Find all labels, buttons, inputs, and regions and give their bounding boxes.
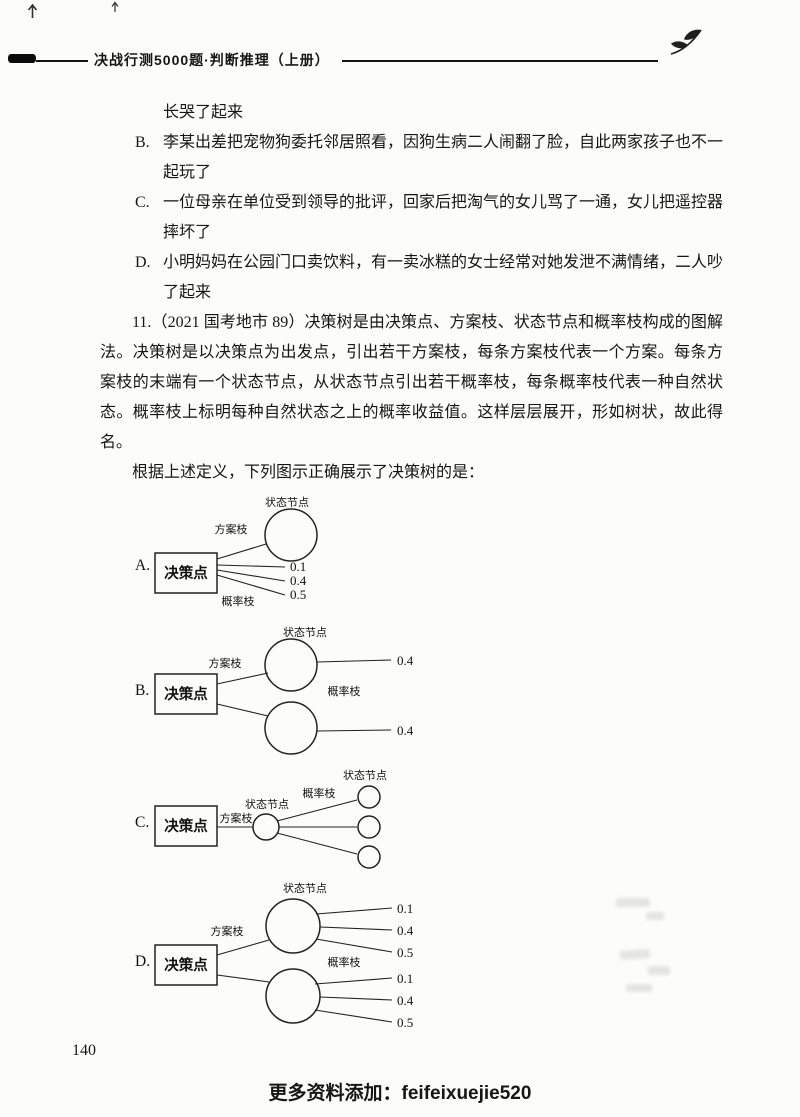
diagram-a-letter: A. <box>135 557 150 574</box>
state-node-circle <box>252 813 280 841</box>
header-title: 决战行测5000题·判断推理（上册） <box>88 48 342 73</box>
probability-value: 0.5 <box>397 945 413 960</box>
leaf-icon <box>670 29 702 55</box>
plan-branch-line <box>216 672 269 685</box>
state-node-circle <box>264 701 318 755</box>
diagram-option-a: 状态节点 方案枝 决策点 A. 0.1 0.4 0.5 概率枝 <box>135 495 318 608</box>
option-d-text: 小明妈妈在公园门口卖饮料，有一卖冰糕的女士经常对她发泄不满情绪，二人吵了起来 <box>163 254 724 301</box>
question-body: 决策树是由决策点、方案枝、状态节点和概率枝构成的图解法。决策树是以决策点为出发点… <box>100 314 723 451</box>
state-node-circle <box>264 638 318 692</box>
decision-point-label: 决策点 <box>164 685 208 703</box>
question-source: （2021 国考地市 89） <box>151 314 305 331</box>
probability-branch-label: 概率枝 <box>222 594 255 608</box>
probability-branch-line <box>276 832 358 855</box>
diagram-option-d: 状态节点 0.1 0.4 0.5 方案枝 决策点 D. 概率枝 0.1 0.4 … <box>135 881 414 1030</box>
decision-point-box <box>154 673 218 715</box>
state-node-circle <box>357 815 381 839</box>
plan-branch-line <box>216 939 270 956</box>
plan-branch-line <box>216 543 267 560</box>
diagram-option-b: 状态节点 方案枝 0.4 决策点 B. 概率枝 0.4 <box>135 625 414 755</box>
option-c: C. 一位母亲在单位受到领导的批评，回家后把淘气的女儿骂了一通，女儿把遥控器摔坏… <box>135 188 723 248</box>
probability-value: 0.1 <box>397 901 413 916</box>
plan-branch-line <box>216 974 270 983</box>
plan-branch-label: 方案枝 <box>220 811 253 825</box>
scan-noise <box>648 966 670 975</box>
probability-value: 0.5 <box>290 587 306 602</box>
diagram-b-letter: B. <box>135 682 149 699</box>
scan-noise <box>616 898 650 907</box>
probability-value: 0.4 <box>397 723 414 738</box>
option-a-continuation: 长哭了起来 <box>163 104 244 121</box>
probability-branch-line <box>316 729 392 732</box>
option-b-label: B. <box>135 134 150 151</box>
probability-value: 0.1 <box>290 559 306 574</box>
plan-branch-label: 方案枝 <box>211 924 244 938</box>
probability-branch-line <box>314 1009 393 1023</box>
plan-branch-label: 方案枝 <box>215 522 248 536</box>
option-d-label: D. <box>135 254 151 271</box>
option-d: D. 小明妈妈在公园门口卖饮料，有一卖冰糕的女士经常对她发泄不满情绪，二人吵了起… <box>135 248 723 308</box>
probability-branch-line <box>315 938 393 953</box>
probability-branch-line <box>314 977 393 985</box>
decision-point-box <box>154 552 218 594</box>
state-node-circle <box>357 785 381 809</box>
state-node-label: 状态节点 <box>283 881 327 895</box>
probability-branch-label: 概率枝 <box>303 786 336 800</box>
probability-branch-label: 概率枝 <box>328 684 361 698</box>
scan-noise <box>646 912 664 920</box>
probability-branch-line <box>216 574 286 596</box>
probability-branch-line <box>276 799 358 822</box>
state-node-label: 状态节点 <box>245 797 289 811</box>
content-area: 长哭了起来 B. 李某出差把宠物狗委托邻居照看，因狗生病二人闹翻了脸，自此两家孩… <box>100 104 723 1030</box>
diagram-option-c: 状态节点 概率枝 状态节点 方案枝 决策点 C. <box>135 768 387 869</box>
scan-ink-blob <box>8 54 36 63</box>
diagram-c-letter: C. <box>135 814 149 831</box>
plan-branch-label: 方案枝 <box>209 656 242 670</box>
probability-value: 0.4 <box>290 573 307 588</box>
state-node-circle <box>265 898 321 954</box>
question-number: 11. <box>132 314 152 331</box>
state-node-label: 状态节点 <box>283 625 327 639</box>
option-c-text: 一位母亲在单位受到领导的批评，回家后把淘气的女儿骂了一通，女儿把遥控器摔坏了 <box>163 194 724 241</box>
pen-mark-arrow <box>27 3 38 18</box>
plan-branch-line <box>216 703 269 717</box>
page-number: 140 <box>72 1042 96 1059</box>
diagram-d-letter: D. <box>135 953 150 970</box>
question-11: 11.（2021 国考地市 89）决策树是由决策点、方案枝、状态节点和概率枝构成… <box>100 308 723 458</box>
option-b: B. 李某出差把宠物狗委托邻居照看，因狗生病二人闹翻了脸，自此两家孩子也不一起玩… <box>135 128 723 188</box>
decision-point-label: 决策点 <box>164 564 208 582</box>
probability-branch-label: 概率枝 <box>328 955 361 969</box>
state-node-circle <box>264 508 318 562</box>
question-prompt: 根据上述定义，下列图示正确展示了决策树的是： <box>132 464 485 481</box>
option-c-label: C. <box>135 194 150 211</box>
probability-value: 0.5 <box>397 1015 413 1030</box>
probability-branch-line <box>316 659 392 663</box>
option-b-text: 李某出差把宠物狗委托邻居照看，因狗生病二人闹翻了脸，自此两家孩子也不一起玩了 <box>163 134 724 181</box>
pen-mark-small <box>111 1 119 12</box>
decision-point-box <box>154 944 218 986</box>
state-node-circle <box>357 845 381 869</box>
probability-value: 0.4 <box>397 923 414 938</box>
probability-branch-line <box>319 926 393 931</box>
probability-branch-line <box>216 569 286 582</box>
decision-point-label: 决策点 <box>164 817 208 835</box>
scan-noise <box>626 984 652 992</box>
probability-branch-line <box>216 564 286 568</box>
page-header: 决战行测5000题·判断推理（上册） <box>0 0 800 78</box>
probability-branch-line <box>319 996 393 1001</box>
probability-value: 0.1 <box>397 971 413 986</box>
probability-value: 0.4 <box>397 993 414 1008</box>
header-rule <box>36 60 658 62</box>
footer-note: 更多资料添加：feifeixuejie520 <box>268 1083 532 1104</box>
probability-branch-line <box>315 907 393 915</box>
probability-value: 0.4 <box>397 653 414 668</box>
state-node-circle <box>265 968 321 1024</box>
decision-point-box <box>154 805 218 847</box>
state-node-label: 状态节点 <box>343 768 387 782</box>
state-node-label: 状态节点 <box>265 495 309 509</box>
decision-point-label: 决策点 <box>164 956 208 974</box>
